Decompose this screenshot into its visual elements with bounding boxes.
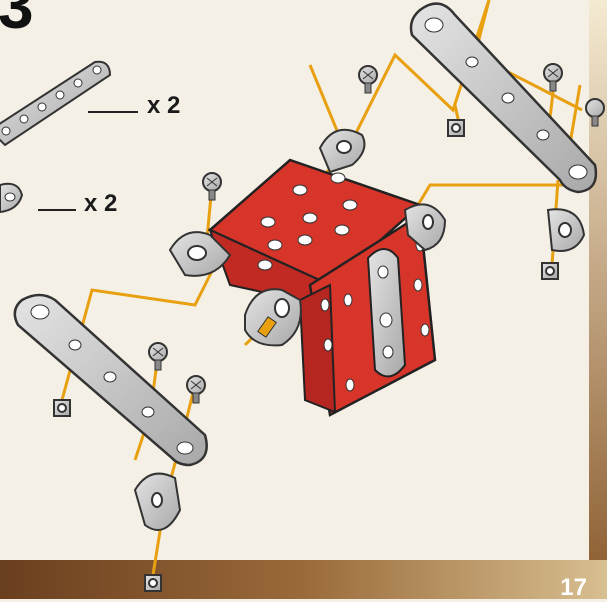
bracket-bottom <box>135 474 180 530</box>
page-border-right <box>589 0 607 599</box>
step-number: 3 <box>0 0 34 38</box>
strip-lower-left <box>15 295 207 465</box>
legend-strip-part <box>0 62 110 145</box>
bolt-2 <box>544 64 562 91</box>
bracket-top <box>320 130 364 172</box>
bracket-quantity-label: x 2 <box>84 190 117 218</box>
strip-quantity-label: x 2 <box>147 92 180 120</box>
bolt-6 <box>187 376 205 403</box>
nut-4 <box>145 575 161 591</box>
page-border-bottom <box>0 560 607 599</box>
legend-bracket-part <box>0 184 22 212</box>
bracket-center <box>245 289 301 345</box>
bolt-4 <box>203 173 221 200</box>
red-flanged-cube <box>210 160 435 415</box>
nut-3 <box>54 400 70 416</box>
bracket-far-right <box>548 209 584 251</box>
bolt-1 <box>359 66 377 93</box>
page-number: 17 <box>560 574 587 602</box>
nut-2 <box>542 263 558 279</box>
bolt-5 <box>149 343 167 370</box>
nut-1 <box>448 120 464 136</box>
